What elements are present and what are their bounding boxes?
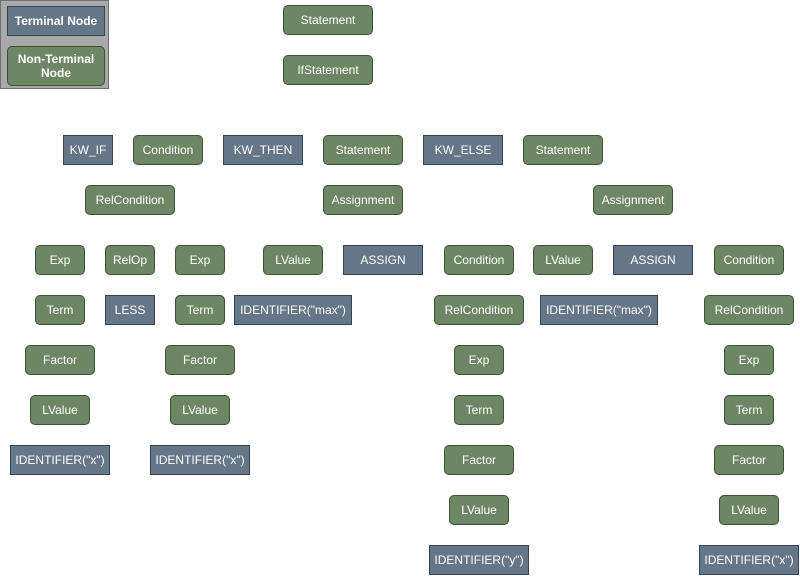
node-kw-then: KW_THEN <box>223 135 303 165</box>
node-less: LESS <box>105 295 155 325</box>
node-assign-1: ASSIGN <box>343 245 423 275</box>
node-identifier-x-a2: IDENTIFIER("x") <box>699 545 799 575</box>
node-assignment-2: Assignment <box>593 185 673 215</box>
node-lvalue-a2-deep: LValue <box>719 495 779 525</box>
node-relcondition-1: RelCondition <box>85 185 175 215</box>
node-relcondition-a1: RelCondition <box>434 295 524 325</box>
legend-terminal-node: Terminal Node <box>7 6 105 36</box>
node-term-left: Term <box>35 295 85 325</box>
node-exp-right: Exp <box>175 245 225 275</box>
legend: Terminal Node Non-Terminal Node <box>0 0 109 89</box>
node-lvalue-a1: LValue <box>263 245 323 275</box>
node-term-right: Term <box>175 295 225 325</box>
node-identifier-x-left: IDENTIFIER("x") <box>10 445 110 475</box>
node-relcondition-a2: RelCondition <box>704 295 794 325</box>
node-statement-else: Statement <box>523 135 603 165</box>
node-identifier-max-2: IDENTIFIER("max") <box>540 295 658 325</box>
node-assignment-1: Assignment <box>323 185 403 215</box>
node-term-a1: Term <box>454 395 504 425</box>
node-factor-left: Factor <box>25 345 95 375</box>
node-assign-2: ASSIGN <box>613 245 693 275</box>
node-relop: RelOp <box>105 245 155 275</box>
node-exp-a2: Exp <box>724 345 774 375</box>
node-lvalue-left: LValue <box>30 395 90 425</box>
node-kw-if: KW_IF <box>63 135 113 165</box>
node-condition-1: Condition <box>133 135 203 165</box>
node-exp-left: Exp <box>35 245 85 275</box>
node-identifier-max-1: IDENTIFIER("max") <box>234 295 352 325</box>
node-lvalue-right: LValue <box>170 395 230 425</box>
node-condition-a2: Condition <box>714 245 784 275</box>
node-statement-root: Statement <box>283 5 373 35</box>
node-kw-else: KW_ELSE <box>423 135 503 165</box>
node-exp-a1: Exp <box>454 345 504 375</box>
legend-non-terminal-node: Non-Terminal Node <box>7 46 105 86</box>
node-identifier-y: IDENTIFIER("y") <box>429 545 529 575</box>
node-identifier-x-right: IDENTIFIER("x") <box>150 445 250 475</box>
node-lvalue-a2: LValue <box>533 245 593 275</box>
node-factor-a2: Factor <box>714 445 784 475</box>
node-lvalue-a1-deep: LValue <box>449 495 509 525</box>
node-factor-right: Factor <box>165 345 235 375</box>
node-condition-a1: Condition <box>444 245 514 275</box>
node-ifstatement: IfStatement <box>283 55 373 85</box>
node-term-a2: Term <box>724 395 774 425</box>
node-factor-a1: Factor <box>444 445 514 475</box>
node-statement-then: Statement <box>323 135 403 165</box>
